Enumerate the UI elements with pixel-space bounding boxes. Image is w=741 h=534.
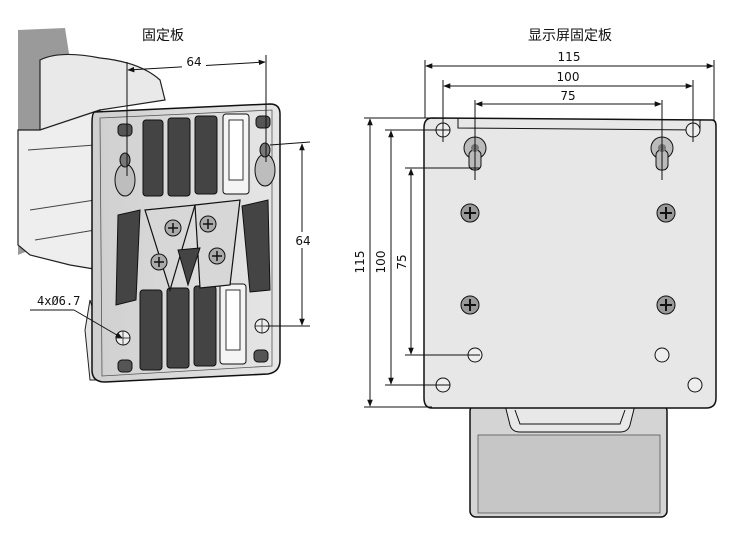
dim-v-75: 75 xyxy=(395,254,409,269)
monitor-plate xyxy=(423,117,717,409)
arm-body xyxy=(17,109,101,271)
right-title: 显示屏固定板 xyxy=(528,28,612,44)
dim-h-75: 75 xyxy=(560,89,575,103)
screw-icon xyxy=(460,203,676,315)
mounting-plate-drawing xyxy=(17,28,281,383)
left-dim-height: 64 xyxy=(295,234,310,248)
dim-h-115: 115 xyxy=(558,50,581,64)
dim-v-115: 115 xyxy=(353,251,367,274)
dim-h-100: 100 xyxy=(557,70,580,84)
monitor-plate-drawing xyxy=(423,117,717,518)
screw-icon xyxy=(150,215,226,271)
arm-housing xyxy=(39,53,166,131)
dim-v-100: 100 xyxy=(374,251,388,274)
hole-callout: 4xØ6.7 xyxy=(37,294,80,308)
right-dimensions xyxy=(364,60,715,408)
left-dim-width: 64 xyxy=(186,55,201,69)
left-title: 固定板 xyxy=(142,28,184,44)
